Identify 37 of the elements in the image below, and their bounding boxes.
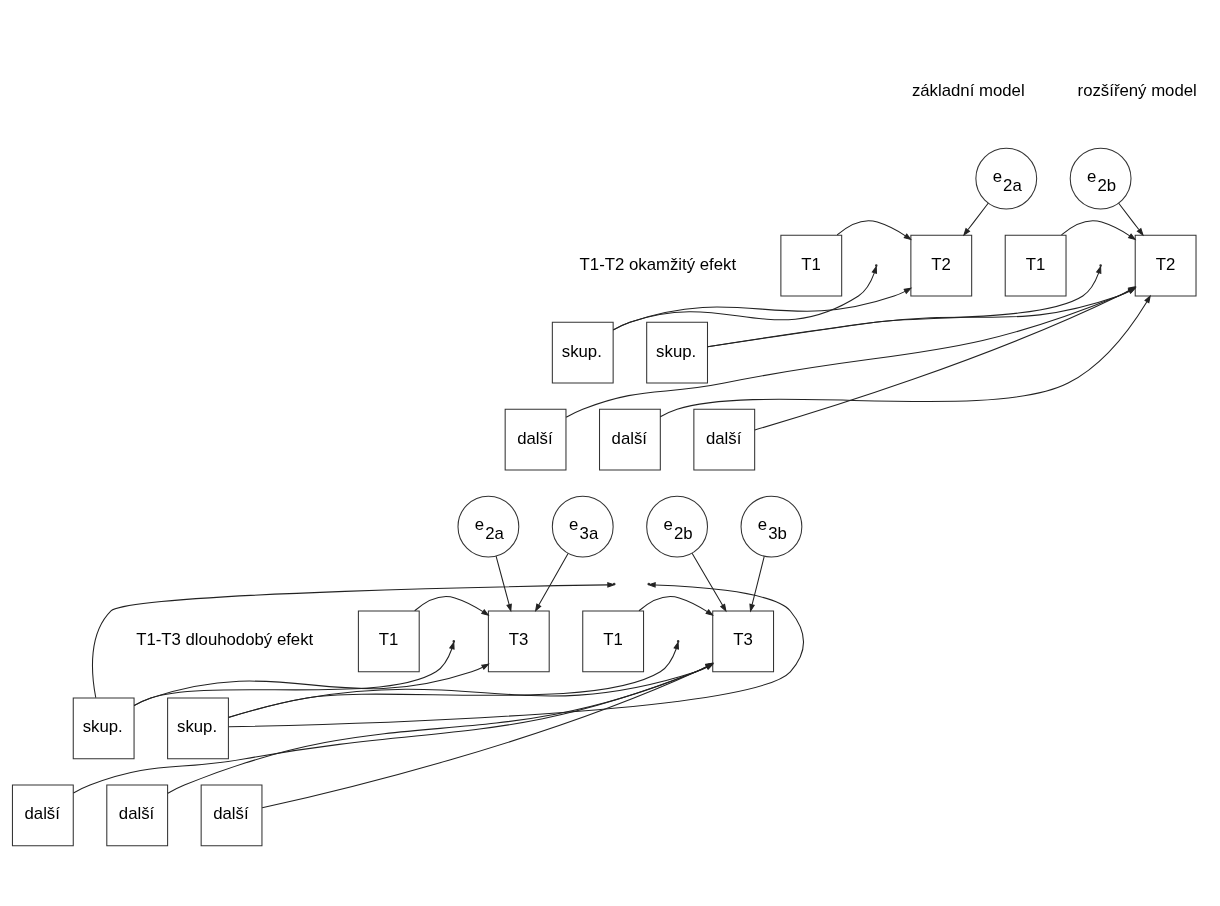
arrow — [133, 640, 455, 706]
arrow — [612, 287, 913, 330]
arrow — [659, 294, 1151, 417]
node-box: další — [599, 408, 661, 471]
node-box: další — [504, 408, 567, 471]
label: rozšířený model — [1077, 80, 1197, 100]
node-box: T1 — [780, 234, 843, 297]
arrow — [691, 552, 727, 612]
arrow — [836, 219, 912, 240]
node-box: skup. — [551, 321, 614, 384]
arrow — [962, 202, 989, 236]
node-box: T1 — [357, 609, 420, 672]
node-box: další — [693, 408, 756, 471]
label: základní model — [911, 80, 1025, 100]
arrow — [612, 264, 878, 330]
arrow — [1060, 219, 1137, 240]
node-box: T2 — [1134, 234, 1197, 297]
node-box: další — [11, 783, 74, 846]
arrow — [534, 552, 569, 612]
node-box: T3 — [487, 609, 550, 672]
node-box: T1 — [582, 609, 645, 672]
arrow — [707, 264, 1102, 347]
node-box: T1 — [1004, 234, 1067, 297]
node-box: skup. — [167, 696, 229, 759]
label: T1-T3 dlouhodobý efekt — [136, 629, 314, 649]
arrow — [414, 595, 490, 616]
arrow — [495, 555, 512, 612]
label: T1-T2 okamžitý efekt — [579, 254, 737, 274]
arrow — [749, 555, 765, 612]
node-box: T3 — [712, 609, 775, 672]
arrow — [1118, 202, 1144, 236]
node-box: další — [106, 783, 169, 846]
node-box: další — [200, 783, 263, 846]
arrow — [638, 595, 714, 616]
node-box: skup. — [72, 696, 135, 759]
node-box: T2 — [910, 234, 973, 297]
node-box: skup. — [646, 321, 708, 384]
